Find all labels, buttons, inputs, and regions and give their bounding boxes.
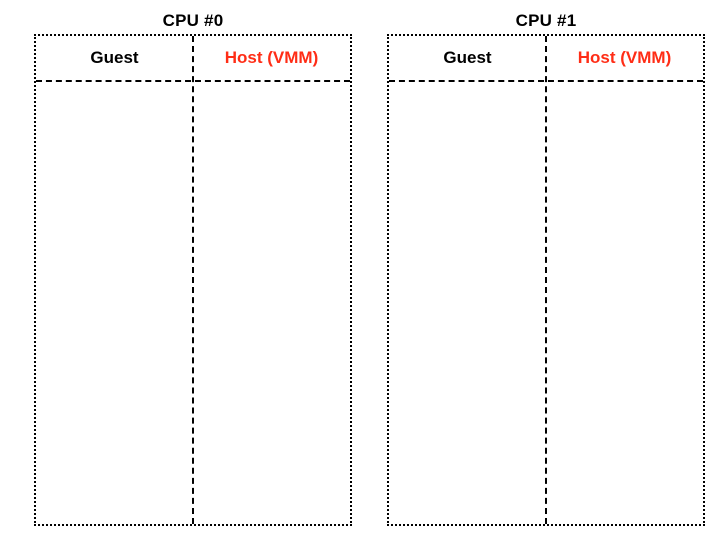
cpu1-host-column-header: Host (VMM): [577, 48, 672, 67]
cpu0-box: Guest Host (VMM): [34, 34, 352, 526]
cpu0-title: CPU #0: [162, 11, 224, 30]
cpu1-box: Guest Host (VMM): [387, 34, 705, 526]
cpu1-guest-column-header: Guest: [443, 48, 492, 67]
cpu1-host-area: [546, 82, 703, 524]
cpu1-guest-area: [389, 82, 546, 524]
cpu0-host-column-header: Host (VMM): [224, 48, 319, 67]
cpu0-panel: CPU #0 Guest Host (VMM): [34, 11, 352, 526]
cpu0-column-divider: [192, 36, 194, 524]
cpu0-guest-column-header: Guest: [90, 48, 139, 67]
cpu1-title: CPU #1: [515, 11, 577, 30]
cpu0-guest-area: [36, 82, 193, 524]
cpu1-column-divider: [545, 36, 547, 524]
cpu0-host-area: [193, 82, 350, 524]
cpu1-panel: CPU #1 Guest Host (VMM): [387, 11, 705, 526]
